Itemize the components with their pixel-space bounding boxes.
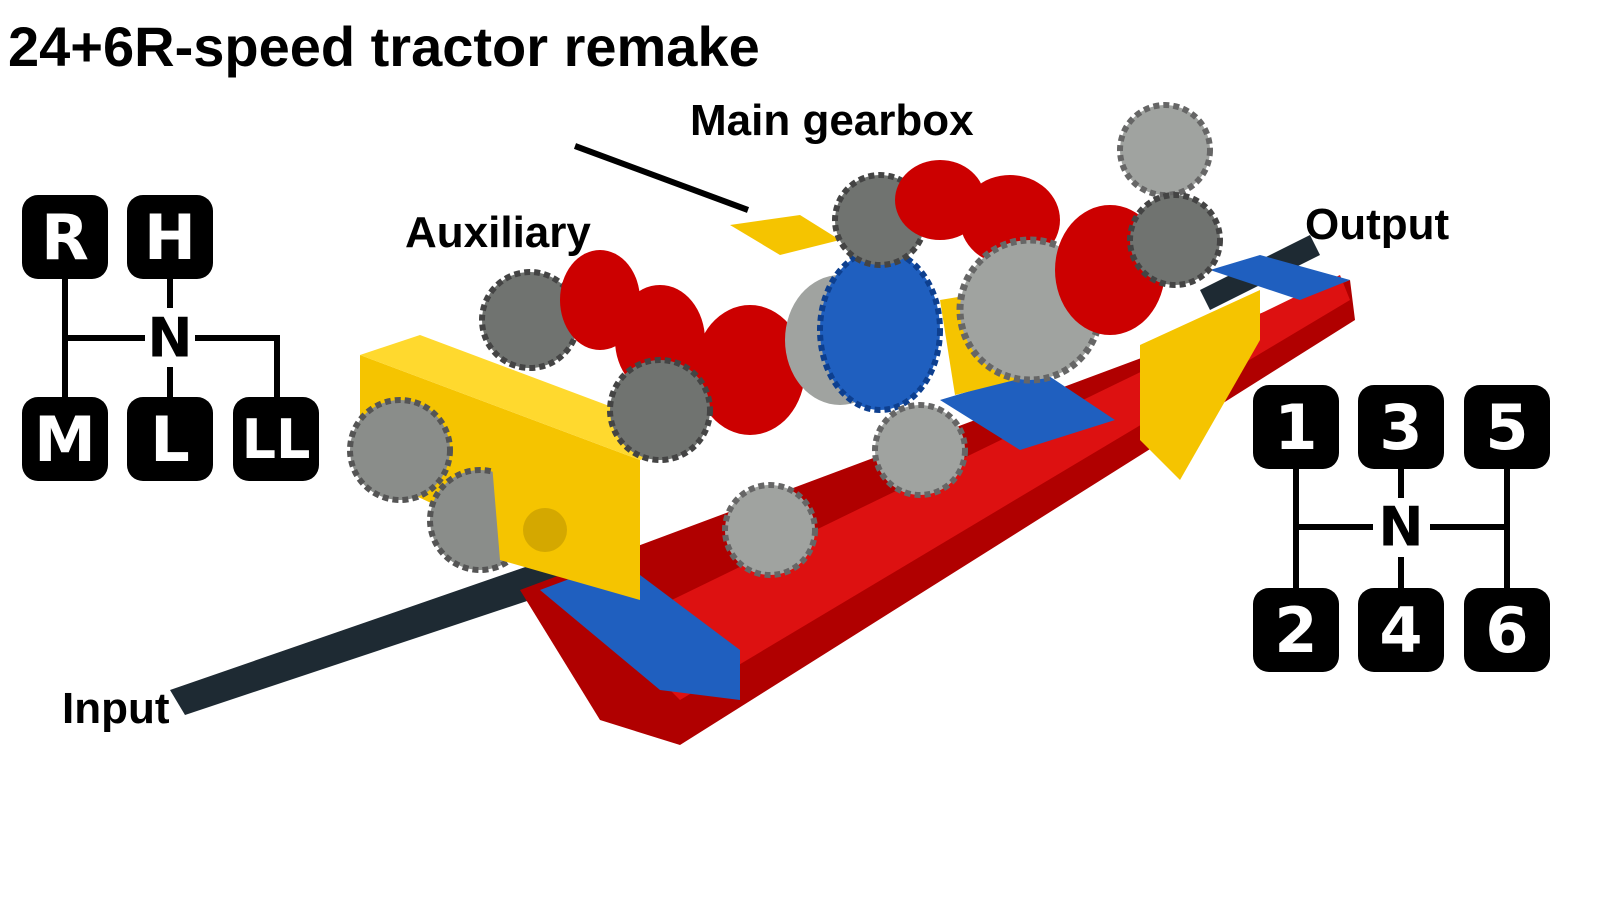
gear-box-H: H — [127, 195, 213, 279]
page-title: 24+6R-speed tractor remake — [8, 15, 760, 78]
pattern-line — [274, 335, 280, 398]
gear-box-2: 2 — [1253, 588, 1339, 672]
label-input: Input — [62, 684, 170, 733]
yellow-block — [730, 215, 840, 255]
pattern-line — [1398, 557, 1404, 588]
pattern-line — [167, 278, 173, 308]
gear-box-M: M — [22, 397, 108, 481]
gear-box-LL: LL — [233, 397, 319, 481]
gears — [347, 102, 1223, 578]
neutral-label: N — [147, 306, 193, 370]
gear-box-L: L — [127, 397, 213, 481]
pattern-line — [195, 335, 280, 341]
gear-box-4: 4 — [1358, 588, 1444, 672]
gear-box-5: 5 — [1464, 385, 1550, 469]
pattern-line — [1293, 524, 1373, 530]
label-main-gearbox: Main gearbox — [690, 96, 974, 145]
yellow-block — [1140, 290, 1260, 480]
input-axle — [170, 555, 575, 715]
pattern-line — [1430, 524, 1510, 530]
gear-box-6: 6 — [1464, 588, 1550, 672]
label-auxiliary: Auxiliary — [405, 208, 591, 257]
pattern-line — [1504, 468, 1510, 588]
gear-box-1: 1 — [1253, 385, 1339, 469]
blue-plate — [540, 560, 740, 700]
pattern-line — [62, 335, 145, 341]
leader-line — [573, 143, 750, 213]
blue-plate — [940, 370, 1115, 450]
neutral-label: N — [1378, 495, 1424, 559]
label-output: Output — [1305, 200, 1450, 249]
blue-plate — [1210, 255, 1350, 300]
gear-box-3: 3 — [1358, 385, 1444, 469]
yellow-bracket — [490, 440, 640, 600]
axle-hole — [523, 508, 567, 552]
gear-box-R: R — [22, 195, 108, 279]
pattern-line — [1398, 468, 1404, 498]
pattern-line — [167, 367, 173, 398]
